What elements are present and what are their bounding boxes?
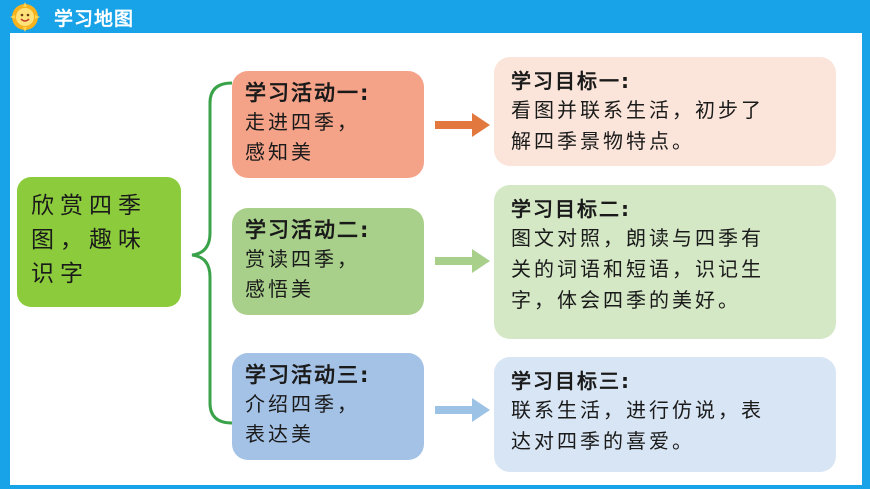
activity-line: 走进四季， xyxy=(245,110,360,134)
page-title: 学习地图 xyxy=(54,8,135,30)
goal-box-3: 学习目标三: 联系生活，进行仿说，表 达对四季的喜爱。 xyxy=(494,357,836,472)
goal-line: 解四季景物特点。 xyxy=(511,129,695,153)
arrow-2 xyxy=(435,249,490,273)
connector-layer xyxy=(191,81,490,425)
root-line: 识字 xyxy=(31,261,89,287)
goal-title: 学习目标三: xyxy=(511,369,631,393)
root-line: 图，趣味 xyxy=(31,227,147,253)
sun-icon xyxy=(10,2,40,32)
goal-line: 达对四季的喜爱。 xyxy=(511,429,695,453)
root-node: 欣赏四季 图，趣味 识字 xyxy=(17,177,181,307)
activity-line: 表达美 xyxy=(245,422,314,446)
activity-title: 学习活动三: xyxy=(245,363,371,387)
header-bar: 学习地图 xyxy=(0,0,870,33)
goal-line: 联系生活，进行仿说，表 xyxy=(511,398,764,422)
goal-box-2: 学习目标二: 图文对照，朗读与四季有 关的词语和短语，识记生 字，体会四季的美好… xyxy=(494,185,836,339)
activity-line: 赏读四季， xyxy=(245,247,360,271)
activity-line: 感悟美 xyxy=(245,277,314,301)
activity-title: 学习活动二: xyxy=(245,218,371,242)
activity-box-3: 学习活动三: 介绍四季， 表达美 xyxy=(232,353,424,460)
activity-box-1: 学习活动一: 走进四季， 感知美 xyxy=(232,71,424,178)
brace-connector xyxy=(191,81,233,425)
arrow-3 xyxy=(435,398,490,422)
goal-line: 看图并联系生活，初步了 xyxy=(511,98,764,122)
goal-title: 学习目标二: xyxy=(511,197,631,221)
goal-line: 字，体会四季的美好。 xyxy=(511,288,741,312)
goal-title: 学习目标一: xyxy=(511,69,631,93)
arrow-1 xyxy=(435,113,490,137)
diagram-canvas: 欣赏四季 图，趣味 识字 学习活动一: 走进四季， 感知美 学习活动二: 赏读四… xyxy=(10,33,862,485)
activity-line: 感知美 xyxy=(245,140,314,164)
activity-title: 学习活动一: xyxy=(245,81,371,105)
goal-box-1: 学习目标一: 看图并联系生活，初步了 解四季景物特点。 xyxy=(494,57,836,166)
root-line: 欣赏四季 xyxy=(31,193,147,219)
goal-line: 关的词语和短语，识记生 xyxy=(511,257,764,281)
activity-line: 介绍四季， xyxy=(245,392,360,416)
goal-line: 图文对照，朗读与四季有 xyxy=(511,226,764,250)
activity-box-2: 学习活动二: 赏读四季， 感悟美 xyxy=(232,208,424,315)
